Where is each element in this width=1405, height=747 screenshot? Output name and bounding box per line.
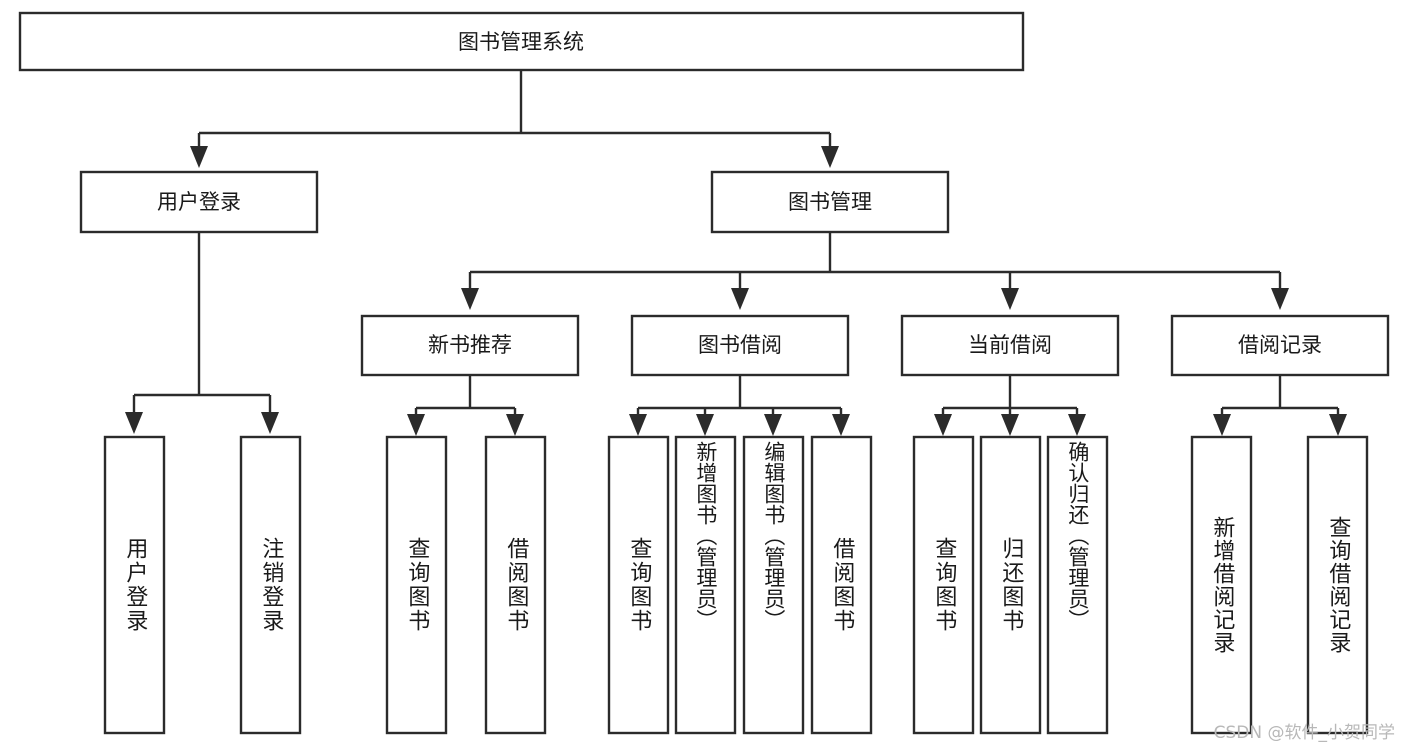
leaf-box-query-record[interactable] [1306, 435, 1369, 735]
node-book-borrow-label: 图书借阅 [698, 333, 782, 357]
leaf-box-query-book-1[interactable] [385, 435, 448, 735]
arrow-to-leaf-query-record [1329, 414, 1347, 436]
connector-group-root [190, 70, 839, 168]
arrow-to-user-login [190, 146, 208, 168]
node-current-borrow-box[interactable] [900, 314, 1120, 377]
arrow-to-leaf-query-book-3 [934, 414, 952, 436]
arrow-to-borrow-record [1271, 288, 1289, 310]
leaf-box-query-book-3[interactable] [912, 435, 975, 735]
arrow-to-leaf-user-login [125, 412, 143, 434]
node-current-borrow[interactable]: 当前借阅 [900, 314, 1120, 377]
node-user-login-label: 用户登录 [157, 190, 241, 214]
node-borrow-record-label: 借阅记录 [1238, 333, 1322, 357]
arrow-to-leaf-add-record [1213, 414, 1231, 436]
connector-group-book-manage [461, 232, 1289, 310]
connector-group-book-borrow [629, 375, 850, 436]
node-user-login[interactable]: 用户登录 [79, 170, 319, 234]
arrow-to-leaf-query-book-2 [629, 414, 647, 436]
node-root-label: 图书管理系统 [458, 30, 584, 54]
node-new-book-recommend-label: 新书推荐 [428, 333, 512, 357]
arrow-to-leaf-borrow-book-2 [832, 414, 850, 436]
arrow-to-leaf-return-book [1001, 414, 1019, 436]
node-book-manage[interactable]: 图书管理 [710, 170, 950, 234]
node-current-borrow-label: 当前借阅 [968, 333, 1052, 357]
connector-group-user-login [125, 232, 279, 434]
arrow-to-leaf-add-book [696, 414, 714, 436]
arrow-to-current-borrow [1001, 288, 1019, 310]
arrow-to-leaf-confirm-return [1068, 414, 1086, 436]
node-user-login-box[interactable] [79, 170, 319, 234]
node-root-box[interactable] [18, 11, 1025, 72]
arrow-to-book-manage [821, 146, 839, 168]
leaf-box-edit-book[interactable] [742, 435, 805, 735]
arrow-to-leaf-logout [261, 412, 279, 434]
leaf-box-user-login[interactable] [103, 435, 166, 735]
node-new-book-recommend[interactable]: 新书推荐 [360, 314, 580, 377]
node-book-manage-box[interactable] [710, 170, 950, 234]
leaf-box-add-record[interactable] [1190, 435, 1253, 735]
leaf-box-query-book-2[interactable] [607, 435, 670, 735]
connector-group-borrow-record [1213, 375, 1347, 436]
node-borrow-record[interactable]: 借阅记录 [1170, 314, 1390, 377]
node-new-book-recommend-box[interactable] [360, 314, 580, 377]
node-book-borrow[interactable]: 图书借阅 [630, 314, 850, 377]
arrow-to-book-borrow [731, 288, 749, 310]
arrow-to-leaf-borrow-book-1 [506, 414, 524, 436]
leaf-boxes [103, 435, 1369, 735]
leaf-box-add-book[interactable] [674, 435, 737, 735]
connector-group-new-book-recommend [407, 375, 524, 436]
connector-group-current-borrow [934, 375, 1086, 436]
leaf-box-confirm-return[interactable] [1046, 435, 1109, 735]
arrow-to-leaf-edit-book [764, 414, 782, 436]
leaf-box-borrow-book-1[interactable] [484, 435, 547, 735]
node-borrow-record-box[interactable] [1170, 314, 1390, 377]
arrow-to-new-book-recommend [461, 288, 479, 310]
node-book-borrow-box[interactable] [630, 314, 850, 377]
node-root[interactable]: 图书管理系统 [18, 11, 1025, 72]
leaf-box-return-book[interactable] [979, 435, 1042, 735]
leaf-box-logout[interactable] [239, 435, 302, 735]
arrow-to-leaf-query-book-1 [407, 414, 425, 436]
node-book-manage-label: 图书管理 [788, 190, 872, 214]
leaf-box-borrow-book-2[interactable] [810, 435, 873, 735]
